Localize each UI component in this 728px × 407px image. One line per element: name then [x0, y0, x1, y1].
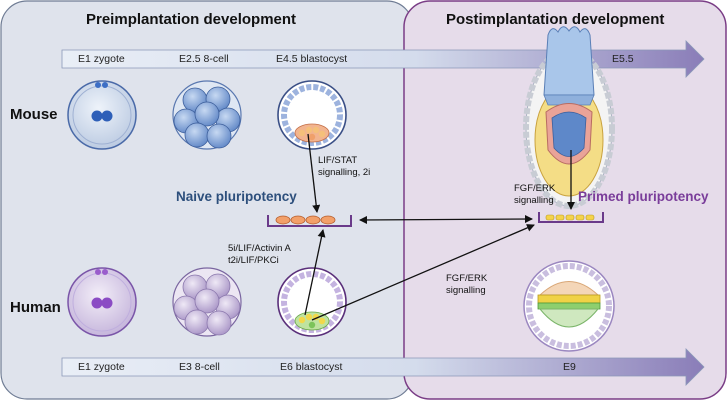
- human-postimplantation-embryo-e9: [523, 260, 615, 352]
- fgf-erk-human-line2: signalling: [446, 285, 486, 296]
- arrow-human-icm-to-naive: [304, 229, 326, 316]
- human-label: Human: [10, 299, 61, 316]
- mouse-stage-blastocyst: E4.5 blastocyst: [276, 53, 348, 65]
- fgf-erk-mouse-line2: signalling: [514, 195, 554, 206]
- mouse-stage-e5-5: E5.5: [612, 53, 634, 65]
- postimplantation-title: Postimplantation development: [446, 11, 665, 28]
- primed-pluripotency-label: Primed pluripotency: [578, 189, 709, 204]
- mouse-egg-cylinder-e5-5: [523, 26, 615, 209]
- human-stage-blastocyst: E6 blastocyst: [280, 361, 343, 373]
- fgf-erk-mouse-label: FGF/ERK signalling: [514, 183, 555, 207]
- mouse-8-cell-embryo: [172, 80, 242, 150]
- mouse-label: Mouse: [10, 106, 58, 123]
- human-stage-8-cell: E3 8-cell: [179, 361, 220, 373]
- arrow-naive-primed-bidirectional: [359, 215, 533, 224]
- primed-culture-dish: [538, 212, 604, 223]
- human-naive-conditions-label: 5i/LIF/Activin A t2i/LIF/PKCi: [228, 243, 291, 267]
- human-timeline-arrow: [61, 348, 705, 386]
- preimplantation-title: Preimplantation development: [86, 11, 297, 28]
- mouse-stage-zygote: E1 zygote: [78, 53, 125, 65]
- mouse-zygote: [67, 80, 137, 150]
- fgf-erk-mouse-line1: FGF/ERK: [514, 183, 556, 194]
- human-blastocyst: [277, 267, 347, 337]
- lif-stat-line2: signalling, 2i: [318, 167, 371, 178]
- human-stage-e9: E9: [563, 361, 576, 373]
- human-naive-line2: t2i/LIF/PKCi: [228, 255, 279, 266]
- arrow-human-icm-to-primed: [311, 224, 535, 321]
- fgf-erk-human-line1: FGF/ERK: [446, 273, 488, 284]
- naive-culture-dish: [267, 215, 352, 227]
- human-8-cell-embryo: [172, 267, 242, 337]
- lif-stat-line1: LIF/STAT: [318, 155, 358, 166]
- human-stage-zygote: E1 zygote: [78, 361, 125, 373]
- arrow-mouse-icm-to-naive: [307, 133, 321, 213]
- human-zygote: [67, 267, 137, 337]
- human-naive-line1: 5i/LIF/Activin A: [228, 243, 291, 254]
- lif-stat-label: LIF/STAT signalling, 2i: [318, 155, 370, 179]
- mouse-blastocyst: [277, 80, 347, 150]
- mouse-stage-8-cell: E2.5 8-cell: [179, 53, 229, 65]
- naive-pluripotency-label: Naive pluripotency: [176, 189, 297, 204]
- fgf-erk-human-label: FGF/ERK signalling: [446, 273, 487, 297]
